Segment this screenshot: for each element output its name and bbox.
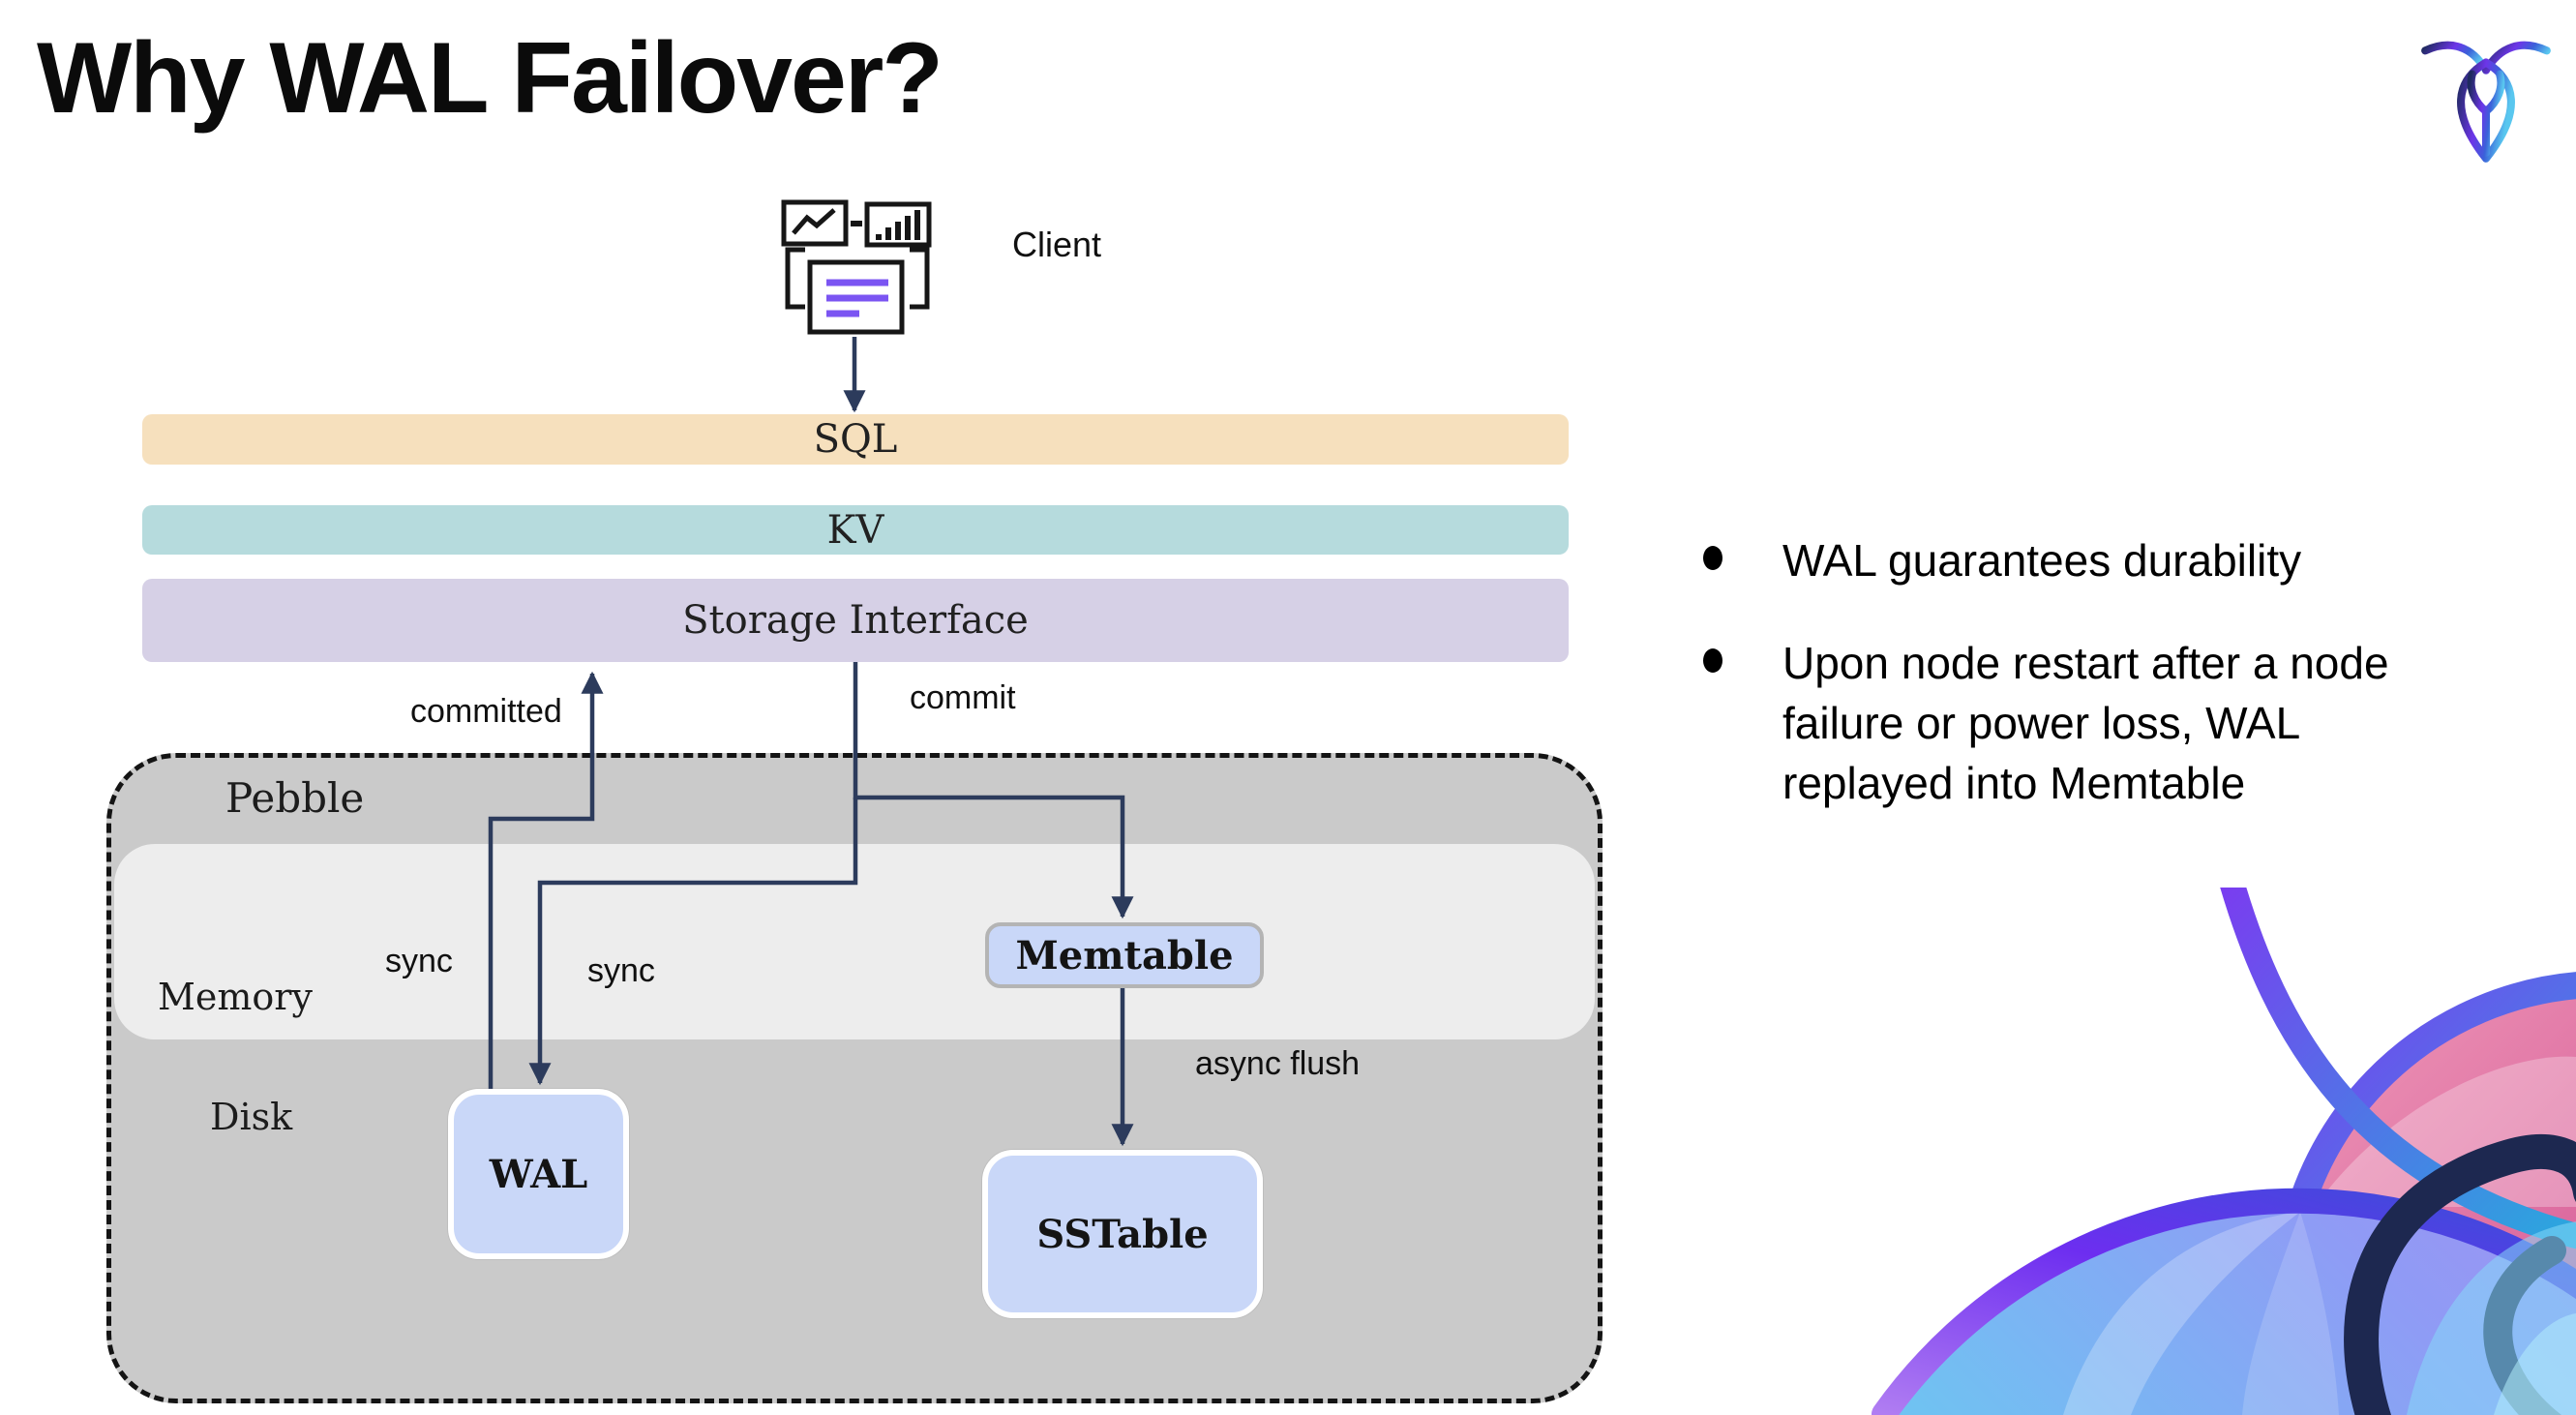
list-item: Upon node restart after a node failure o… [1686,633,2518,813]
bullet-text: WAL guarantees durability [1782,535,2302,586]
logo-body [2457,58,2515,163]
cockroach-brand-corner-art [1872,888,2576,1415]
line-chart-glyph [792,208,836,235]
memory-label: Memory [158,976,313,1018]
bracket-right [910,247,930,310]
edge-label-commit: commit [910,679,1016,716]
bracket-left [785,247,805,310]
disk-label: Disk [210,1096,293,1138]
client-label: Client [1012,225,1102,264]
wal-label: WAL [489,1151,588,1197]
layer-sql-label: SQL [813,417,898,462]
edge-label-committed: committed [410,693,562,730]
memtable-box: Memtable [985,922,1264,988]
layer-bar-storage-interface: Storage Interface [142,579,1569,662]
page-title: Why WAL Failover? [37,22,944,135]
bullet-list: WAL guarantees durability Upon node rest… [1686,530,2518,813]
wal-box: WAL [448,1089,629,1259]
dash-connector [851,221,862,226]
layer-bar-kv: KV [142,505,1569,555]
client-monitors-icon [781,199,932,335]
bullet-text: Upon node restart after a node failure o… [1782,638,2389,808]
client-line-chart-screen [781,199,849,247]
layer-bar-sql: SQL [142,414,1569,465]
edge-label-async-flush: async flush [1195,1045,1361,1082]
pebble-label: Pebble [225,774,365,822]
blue-sphere [1883,1197,2576,1415]
edge-label-sync-up: sync [385,943,453,979]
client-bar-chart-screen [864,201,932,248]
purple-rim-arc-blue [1872,1188,2576,1415]
memory-band [114,844,1595,1039]
bullet-dot-icon [1703,546,1722,570]
logo-inner-y [2467,70,2505,157]
bullet-dot-icon [1703,648,1722,673]
list-item: WAL guarantees durability [1686,530,2518,590]
leaf-fills [2407,1221,2576,1415]
layer-storage-label: Storage Interface [682,598,1029,643]
sstable-label: SSTable [1036,1211,1209,1257]
memtable-label: Memtable [1015,932,1234,978]
bar-chart-glyph [876,210,920,240]
edge-label-sync-down: sync [587,952,655,989]
layer-kv-label: KV [826,507,884,553]
cockroachdb-logo-icon [2421,41,2551,163]
document-text-lines [826,279,888,317]
antenna-cross-arc [2220,888,2576,1249]
sstable-box: SSTable [982,1150,1263,1318]
